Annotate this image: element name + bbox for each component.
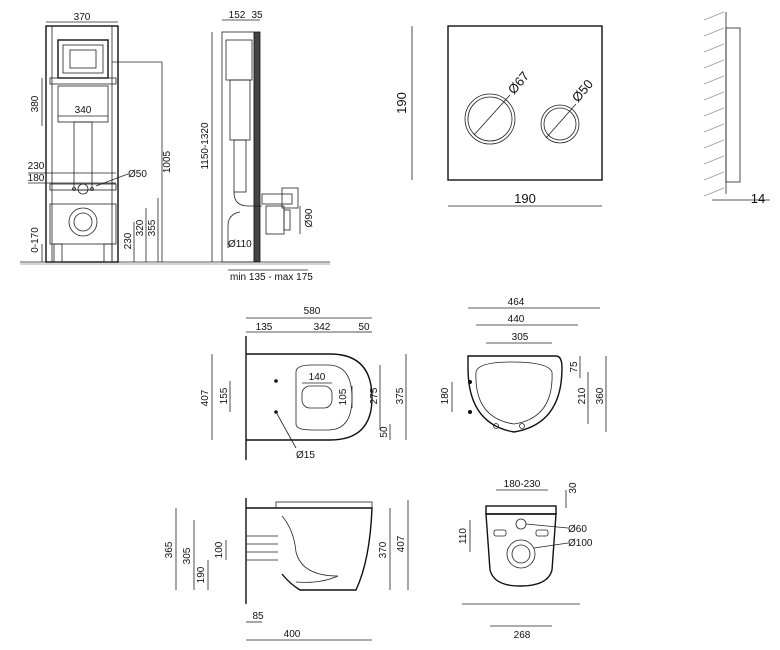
dim-230-v: 230 [123, 232, 134, 249]
dim-plate-190-h: 190 [394, 92, 409, 114]
dim-0-170: 0-170 [30, 227, 41, 253]
dim-305: 305 [512, 332, 529, 343]
dim-360: 360 [595, 387, 606, 404]
dim-d110: Ø110 [228, 239, 252, 250]
dim-35: 35 [251, 10, 263, 21]
frame-side-view: 152 35 1150-1320 Ø90 Ø110 min 135 - max … [200, 10, 315, 283]
dim-180: 180 [28, 173, 45, 184]
dim-180-seat: 180 [440, 387, 451, 404]
dim-105: 105 [338, 388, 349, 405]
dim-140: 140 [309, 372, 326, 383]
dim-100: 100 [214, 541, 225, 558]
dim-355: 355 [147, 219, 158, 236]
dim-380: 380 [30, 95, 41, 112]
dim-407-side: 407 [396, 535, 407, 552]
dim-320: 320 [135, 219, 146, 236]
dim-210: 210 [577, 387, 588, 404]
dim-135: 135 [256, 322, 273, 333]
dim-180-230: 180-230 [504, 479, 541, 490]
dim-305-side: 305 [182, 547, 193, 564]
dim-370: 370 [378, 541, 389, 558]
dim-85: 85 [252, 611, 264, 622]
dim-d100: Ø100 [568, 538, 593, 549]
dim-1150-1320: 1150-1320 [200, 122, 211, 170]
dim-110: 110 [458, 528, 469, 544]
dim-375: 375 [395, 387, 406, 404]
dim-14: 14 [751, 191, 765, 206]
dim-365: 365 [164, 541, 175, 558]
toilet-top-view: 580 135 342 50 140 407 155 105 275 375 5… [200, 306, 407, 461]
dim-d60: Ø60 [568, 524, 587, 535]
dim-370: 370 [74, 12, 91, 23]
dim-340: 340 [75, 105, 92, 116]
dim-342: 342 [314, 322, 331, 333]
toilet-back-view: 180-230 30 110 Ø60 Ø100 268 [458, 479, 593, 641]
dim-190-side: 190 [196, 566, 207, 583]
dim-75: 75 [569, 361, 580, 373]
dim-d90: Ø90 [304, 208, 315, 227]
dim-plate-190-w: 190 [514, 191, 536, 206]
dim-440: 440 [508, 314, 525, 325]
dim-152: 152 [229, 10, 246, 21]
dim-plate-d50: Ø50 [569, 76, 596, 104]
dim-min-max: min 135 - max 175 [230, 272, 313, 283]
dim-d15: Ø15 [296, 450, 315, 461]
seat-top-view: 464 440 305 180 75 210 360 [440, 297, 607, 433]
dim-50-v: 50 [379, 426, 390, 438]
dim-268: 268 [514, 630, 531, 641]
dim-407-v: 407 [200, 389, 211, 406]
dim-30: 30 [568, 482, 579, 494]
dim-275: 275 [369, 387, 380, 404]
dim-155: 155 [219, 387, 230, 404]
dim-1005: 1005 [162, 150, 173, 173]
dim-464: 464 [508, 297, 525, 308]
dim-580: 580 [304, 306, 321, 317]
toilet-side-view: 365 305 100 190 370 407 85 400 [164, 498, 409, 641]
dim-400: 400 [284, 629, 301, 640]
dim-50: 50 [358, 322, 370, 333]
plate-side-view: 14 [703, 11, 770, 206]
dim-d50: Ø50 [128, 169, 147, 180]
dim-d67: Ø67 [505, 68, 532, 96]
flush-plate-view: 190 190 Ø67 Ø50 [394, 25, 603, 207]
dim-230: 230 [28, 161, 45, 172]
frame-front-view: 370 380 340 1005 230 180 Ø50 0-170 230 3… [20, 12, 330, 265]
